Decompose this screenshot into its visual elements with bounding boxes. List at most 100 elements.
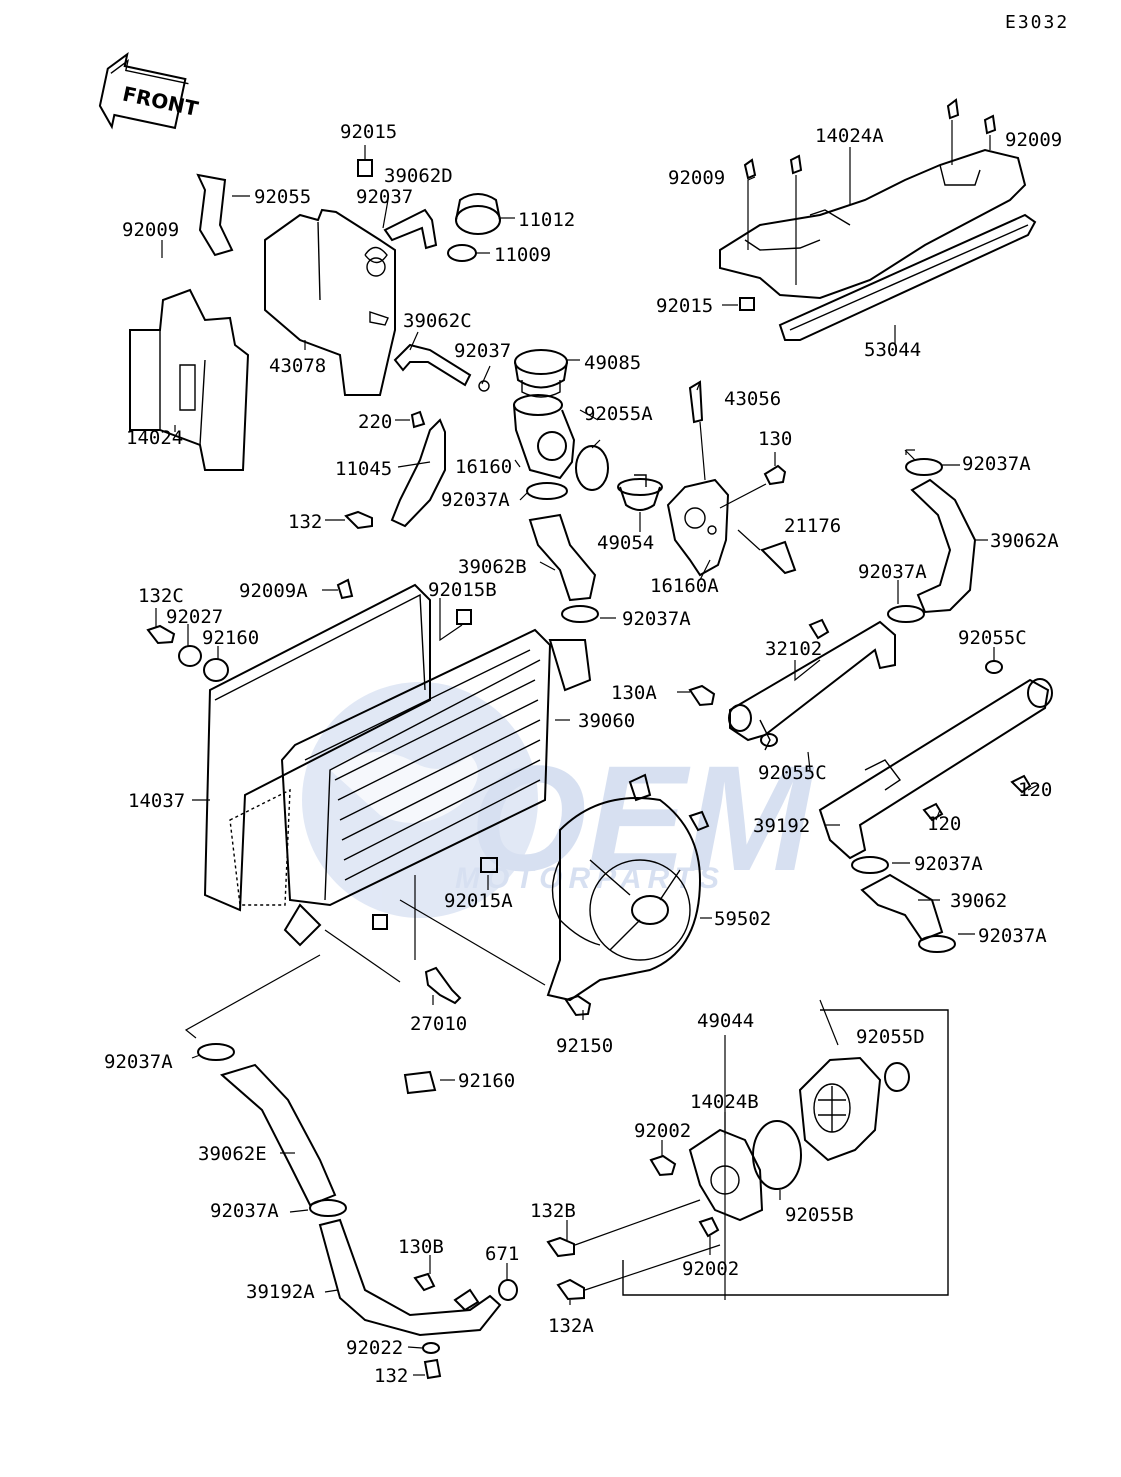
shroud-14037 [203, 583, 431, 912]
pump-group-frame [622, 1009, 949, 1296]
label-92027: 92027 [166, 606, 223, 628]
thermostat-housing [666, 478, 730, 577]
part-drawings [129, 98, 1053, 1380]
label-49054: 49054 [597, 532, 654, 554]
label-43056: 43056 [724, 388, 781, 410]
label-92002-a: 92002 [634, 1120, 691, 1142]
pump-cover-14024B [688, 1128, 764, 1222]
label-39062C: 39062C [403, 310, 472, 332]
label-220: 220 [358, 411, 392, 433]
cap-seal [447, 244, 477, 262]
hose-39062B [528, 513, 597, 602]
label-92009-r1: 92009 [1005, 129, 1062, 151]
label-92055C-b: 92055C [758, 762, 827, 784]
bracket-11045 [390, 418, 446, 528]
label-92055C-a: 92055C [958, 627, 1027, 649]
diagram-code: E3032 [1005, 12, 1069, 33]
label-92009A: 92009A [239, 580, 308, 602]
watermark: OEM MOTORPARTS [302, 682, 815, 918]
label-92002-b: 92002 [682, 1258, 739, 1280]
label-92015A: 92015A [444, 890, 513, 912]
label-132: 132 [288, 511, 322, 533]
gasket-92055A [575, 445, 609, 491]
label-39062D: 39062D [384, 165, 453, 187]
front-arrow: FRONT [98, 51, 201, 130]
label-132-b: 132 [374, 1365, 408, 1387]
rail-53044 [778, 213, 1037, 341]
label-120-b: 120 [927, 813, 961, 835]
label-14024A: 14024A [815, 125, 884, 147]
radiator-39060 [280, 628, 592, 947]
label-130: 130 [758, 428, 792, 450]
label-14024B: 14024B [690, 1091, 759, 1113]
filler-neck [513, 394, 576, 480]
sensor-27010 [424, 966, 462, 1005]
label-92037A-a: 92037A [441, 489, 510, 511]
label-39062B: 39062B [458, 556, 527, 578]
label-92037A-b: 92037A [962, 453, 1031, 475]
label-14024: 14024 [126, 427, 183, 449]
label-130A: 130A [611, 682, 657, 704]
label-671: 671 [485, 1243, 519, 1265]
clip-92015 [357, 159, 373, 177]
watermark-big-text: OEM [470, 734, 815, 902]
label-16160A: 16160A [650, 575, 719, 597]
label-49085: 49085 [584, 352, 641, 374]
label-92037A-h: 92037A [210, 1200, 279, 1222]
pipe-32102 [729, 620, 896, 742]
label-11045: 11045 [335, 458, 392, 480]
label-27010: 27010 [410, 1013, 467, 1035]
leader-lines [155, 120, 1039, 1376]
label-49044: 49044 [697, 1010, 754, 1032]
label-43078: 43078 [269, 355, 326, 377]
label-92037A-c: 92037A [858, 561, 927, 583]
label-92022: 92022 [346, 1337, 403, 1359]
label-132B: 132B [530, 1200, 576, 1222]
radiator-cap [514, 349, 568, 398]
reservoir-cover [129, 288, 250, 471]
label-16160: 16160 [455, 456, 512, 478]
fan-59502 [546, 773, 710, 1002]
sensor-43056 [688, 380, 704, 424]
label-53044: 53044 [864, 339, 921, 361]
label-92150: 92150 [556, 1035, 613, 1057]
label-92037A-d: 92037A [622, 608, 691, 630]
label-92037-mid: 92037 [454, 340, 511, 362]
label-92055D: 92055D [856, 1026, 925, 1048]
label-32102: 32102 [765, 638, 822, 660]
label-59502: 59502 [714, 908, 771, 930]
label-92055B: 92055B [785, 1204, 854, 1226]
label-11009: 11009 [494, 244, 551, 266]
label-39062: 39062 [950, 890, 1007, 912]
reservoir-tank [264, 208, 396, 396]
label-14037: 14037 [128, 790, 185, 812]
overflow-hose [196, 173, 234, 257]
label-39192A: 39192A [246, 1281, 315, 1303]
label-92015B: 92015B [428, 579, 497, 601]
label-132C: 132C [138, 585, 184, 607]
part-labels: 92015 39062D 92055 92037 11012 92009 110… [104, 121, 1062, 1387]
label-39062E: 39062E [198, 1143, 267, 1165]
label-92160-a: 92160 [202, 627, 259, 649]
label-92037: 92037 [356, 186, 413, 208]
label-120-a: 120 [1018, 779, 1052, 801]
front-arrow-label: FRONT [121, 82, 201, 121]
label-92037A-f: 92037A [978, 925, 1047, 947]
label-132A: 132A [548, 1315, 594, 1337]
clamp-c [561, 605, 599, 623]
label-92037A-g: 92037A [104, 1051, 173, 1073]
label-39192: 39192 [753, 815, 810, 837]
label-92009: 92009 [122, 219, 179, 241]
hose-39062A [910, 478, 977, 614]
pipe-39192A [318, 1218, 502, 1337]
label-39062A: 39062A [990, 530, 1059, 552]
label-92055: 92055 [254, 186, 311, 208]
label-92015-r: 92015 [656, 295, 713, 317]
hose-39062D [383, 208, 438, 250]
pipe-39192 [818, 678, 1050, 860]
hose-39062E [219, 1063, 337, 1207]
label-39060: 39060 [578, 710, 635, 732]
hose-39062 [860, 873, 944, 942]
reservoir-cap [455, 193, 501, 235]
